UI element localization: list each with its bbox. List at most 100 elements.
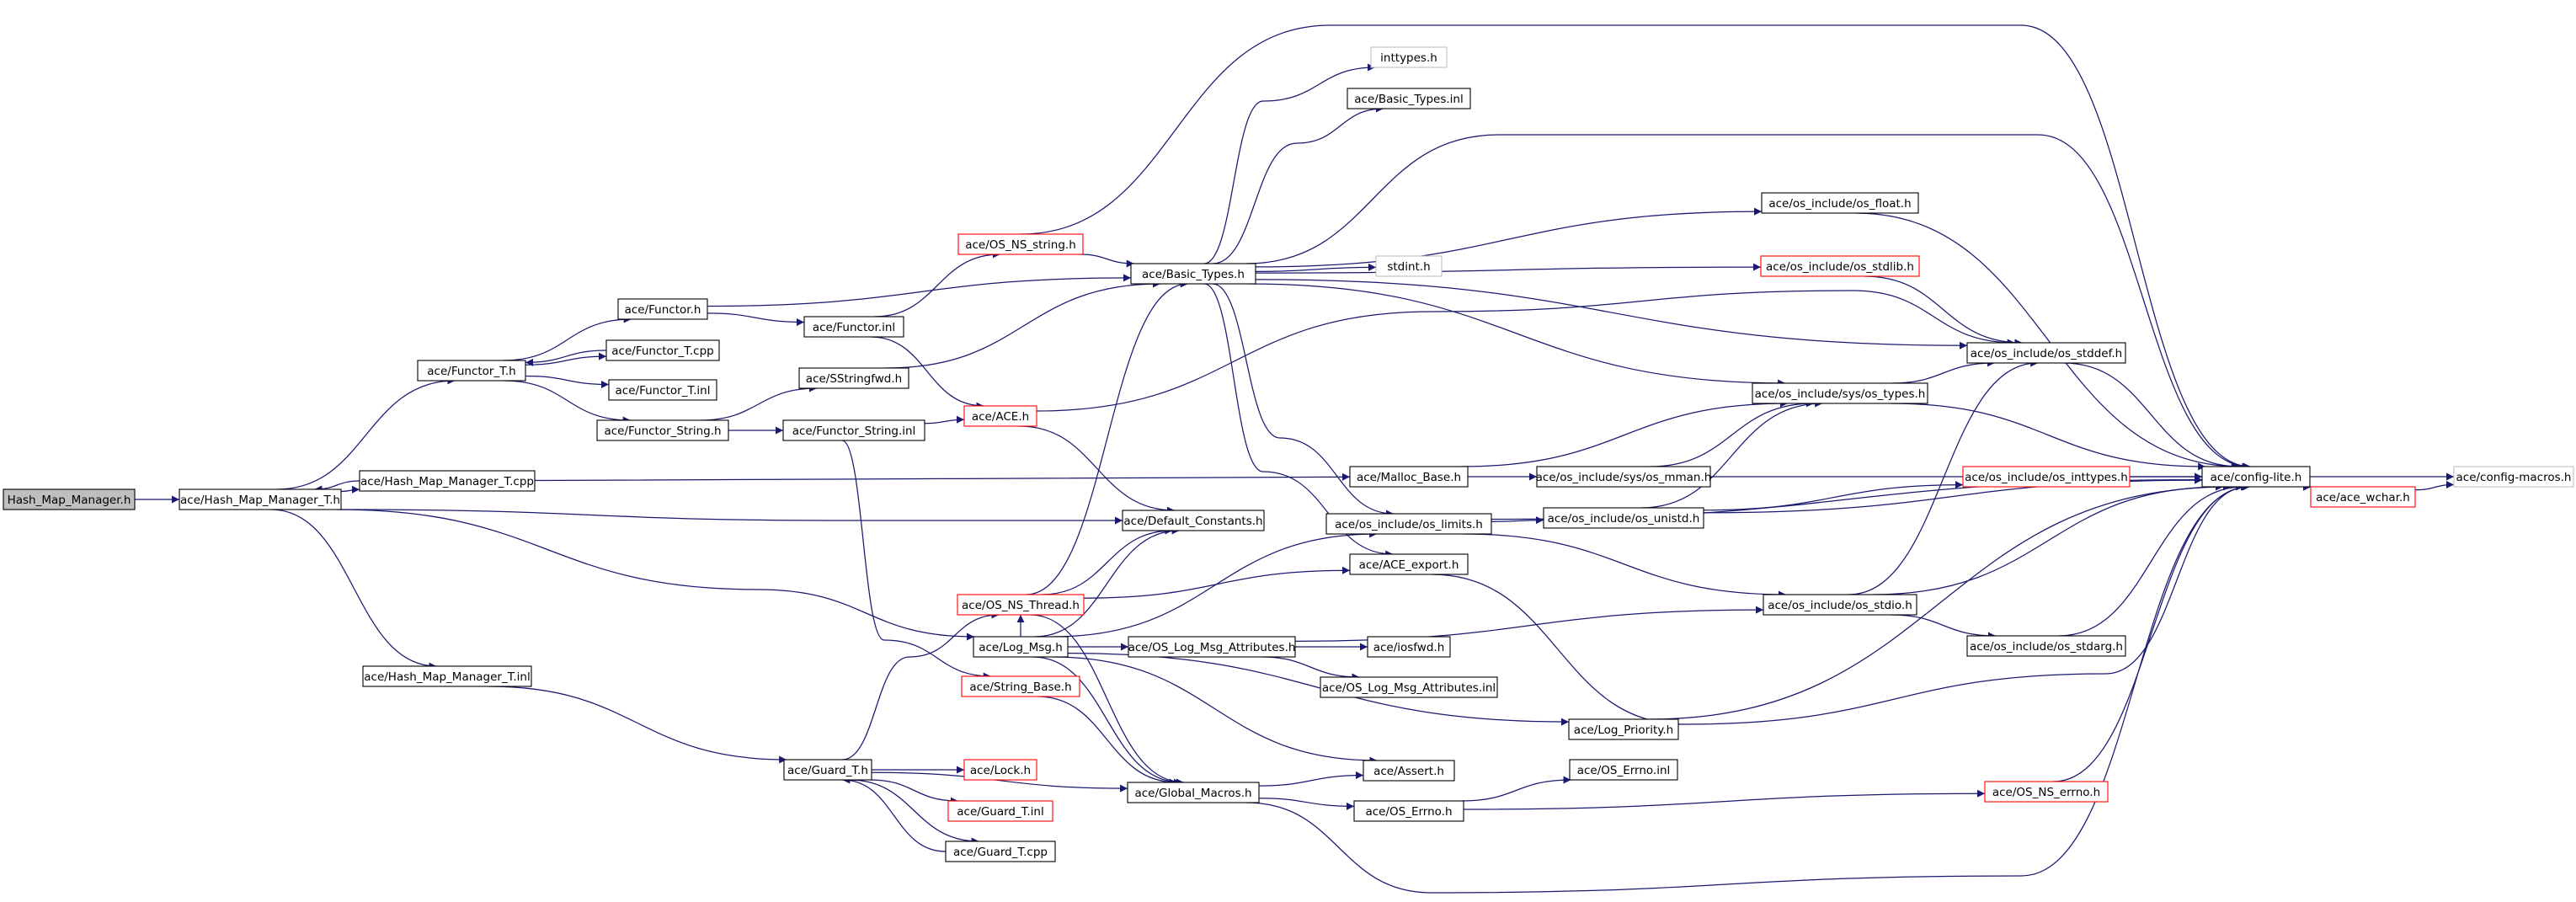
graph-node[interactable]: ace/ACE.h [963, 405, 1037, 427]
node-label: ace/Hash_Map_Manager_T.inl [364, 670, 530, 684]
graph-node[interactable]: ace/Guard_T.inl [947, 800, 1053, 822]
edge-n5-to-n21 [707, 274, 1132, 307]
graph-node[interactable]: ace/Guard_T.cpp [945, 841, 1056, 862]
graph-node[interactable]: inttypes.h [1370, 46, 1448, 68]
graph-node[interactable]: ace/Hash_Map_Manager_T.h [179, 488, 342, 510]
graph-node[interactable]: ace/OS_Errno.inl [1569, 759, 1678, 781]
graph-node[interactable]: ace/OS_Log_Msg_Attributes.inl [1320, 676, 1498, 698]
node-label: ace/Functor.h [625, 303, 701, 317]
graph-node[interactable]: ace/ace_wchar.h [2310, 486, 2416, 508]
graph-node[interactable]: ace/Functor.h [617, 298, 708, 320]
edge-n21-to-n23 [1212, 104, 1384, 264]
graph-node[interactable]: ace/Functor_T.cpp [605, 339, 720, 361]
node-label: ace/Assert.h [1373, 765, 1444, 778]
graph-node[interactable]: ace/os_include/os_inttypes.h [1962, 466, 2131, 488]
graph-node[interactable]: ace/Malloc_Base.h [1349, 466, 1469, 488]
edge-n21-to-n40 [1247, 283, 1786, 387]
node-box [783, 759, 872, 781]
graph-node[interactable]: ace/os_include/os_stdarg.h [1966, 635, 2126, 657]
graph-node[interactable]: ace/config-lite.h [2201, 466, 2311, 488]
node-label: ace/os_include/os_unistd.h [1548, 512, 1700, 526]
node-box [605, 339, 720, 361]
graph-node[interactable]: ace/Default_Constants.h [1122, 510, 1265, 531]
graph-node[interactable]: ace/config-macros.h [2453, 466, 2574, 488]
graph-node[interactable]: ace/os_include/sys/os_types.h [1752, 382, 1928, 404]
graph-node[interactable]: ace/Functor.inl [803, 316, 904, 338]
node-box [1353, 800, 1464, 822]
node-box [1375, 255, 1443, 277]
graph-node[interactable]: ace/Assert.h [1363, 760, 1455, 782]
edge-n34-to-n47 [1245, 483, 2250, 894]
node-label: ace/Functor_T.inl [616, 384, 711, 398]
graph-node[interactable]: ace/os_include/os_unistd.h [1543, 507, 1704, 529]
graph-node[interactable]: ace/ACE_export.h [1349, 553, 1469, 575]
edge-n9-to-n13 [870, 336, 984, 410]
graph-node[interactable]: ace/OS_NS_string.h [957, 233, 1084, 255]
graph-node[interactable]: ace/os_include/os_float.h [1761, 192, 1919, 214]
graph-node[interactable]: ace/os_include/os_stdio.h [1763, 594, 1917, 616]
graph-node[interactable]: ace/OS_Log_Msg_Attributes.h [1128, 636, 1296, 658]
graph-node[interactable]: ace/Guard_T.h [783, 759, 872, 781]
node-box [945, 841, 1056, 862]
edge-n38-to-n39 [1864, 275, 2023, 347]
graph-node[interactable]: ace/Log_Priority.h [1568, 718, 1679, 740]
edge-n21-to-n37 [1255, 207, 1763, 268]
graph-node[interactable]: ace/OS_NS_errno.h [1984, 781, 2109, 803]
graph-node[interactable]: ace/Basic_Types.h [1130, 263, 1256, 285]
graph-node[interactable]: ace/Functor_T.inl [608, 379, 717, 401]
edge-n1-to-n2 [340, 485, 360, 494]
graph-node[interactable]: ace/Functor_String.h [596, 419, 729, 441]
graph-node[interactable]: ace/SStringfwd.h [798, 367, 909, 389]
node-box [1984, 781, 2109, 803]
node-box [1761, 192, 1919, 214]
edge-n12-to-n47 [1020, 24, 2251, 471]
graph-node[interactable]: ace/os_include/os_limits.h [1325, 513, 1492, 535]
node-box [947, 800, 1053, 822]
node-label: ace/os_include/os_stdio.h [1768, 599, 1912, 612]
edge-n12-to-n21 [1080, 254, 1134, 268]
node-label: ace/os_include/os_stdarg.h [1970, 640, 2123, 654]
graph-node[interactable]: ace/String_Base.h [961, 675, 1080, 697]
graph-node[interactable]: ace/Functor_String.inl [782, 419, 925, 441]
edge-n17-to-n19 [870, 779, 958, 805]
graph-node[interactable]: ace/os_include/sys/os_mman.h [1536, 466, 1712, 488]
node-label: ace/config-macros.h [2456, 471, 2572, 484]
edge-n16-to-n34 [1037, 696, 1177, 787]
edge-n5-to-n9 [707, 312, 805, 327]
edge-n21-to-n38 [1255, 263, 1762, 274]
node-box [596, 419, 729, 441]
edge-n29-to-n31 [1261, 656, 1360, 681]
graph-node[interactable]: ace/OS_NS_Thread.h [957, 594, 1085, 616]
node-label: ace/os_include/os_stddef.h [1971, 347, 2122, 360]
edge-n10-to-n21 [886, 280, 1161, 369]
edge-n21-to-n27 [1212, 283, 1395, 518]
edge-n34-to-n33 [1258, 771, 1364, 787]
graph-node[interactable]: ace/Hash_Map_Manager_T.cpp [359, 470, 536, 492]
edge-n2-to-n1 [314, 480, 360, 494]
graph-node[interactable]: ace/os_include/os_stddef.h [1966, 342, 2126, 364]
edge-n1-to-n26 [340, 509, 1123, 525]
node-box [1128, 636, 1296, 658]
node-box [1966, 342, 2126, 364]
edge-n37-to-n47 [1855, 212, 2241, 471]
edge-n21-to-n24 [1255, 263, 1377, 273]
node-box [961, 675, 1080, 697]
node-label: ace/Guard_T.cpp [953, 846, 1048, 859]
graph-node[interactable]: stdint.h [1375, 255, 1443, 277]
node-box [798, 367, 909, 389]
node-label: ace/Log_Msg.h [979, 641, 1063, 654]
edge-n11-to-n16 [840, 440, 991, 681]
graph-node[interactable]: ace/Functor_T.h [417, 360, 526, 382]
graph-node[interactable]: ace/Lock.h [963, 759, 1037, 781]
edge-n40-to-n39 [1891, 359, 1995, 384]
edge-n15-to-n33 [1052, 656, 1378, 765]
graph-node[interactable]: ace/OS_Errno.h [1353, 800, 1464, 822]
graph-node[interactable]: ace/Hash_Map_Manager_T.inl [362, 665, 532, 687]
edge-n2-to-n25 [534, 472, 1351, 482]
graph-node[interactable]: ace/iosfwd.h [1367, 636, 1451, 658]
graph-node[interactable]: ace/os_include/os_stdlib.h [1760, 255, 1920, 277]
graph-node[interactable]: ace/Global_Macros.h [1127, 782, 1260, 803]
graph-node[interactable]: ace/Log_Msg.h [973, 636, 1069, 658]
graph-node[interactable]: ace/Basic_Types.inl [1347, 88, 1471, 109]
edge-n42-to-n45 [1703, 481, 1964, 511]
